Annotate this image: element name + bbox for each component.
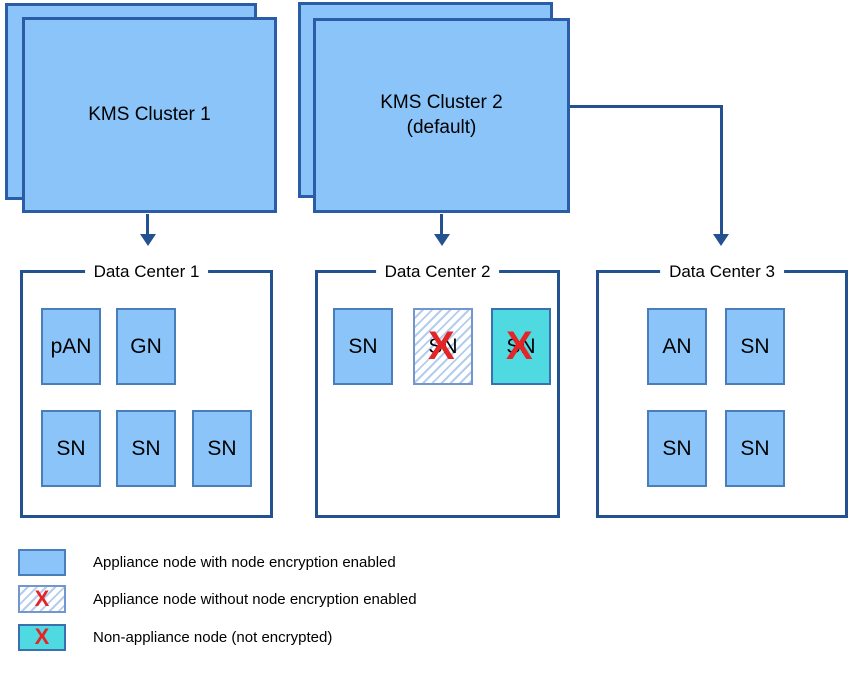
arrow-down-icon (140, 234, 156, 246)
legend-item-encrypted: Appliance node with node encryption enab… (18, 548, 396, 576)
legend-item-non-appliance: X Non-appliance node (not encrypted) (18, 623, 332, 651)
legend-swatch-appliance-encrypted (18, 548, 66, 576)
connector-kms2-dc3-horizontal (570, 105, 723, 108)
data-center-1-box: Data Center 1 pAN GN SN SN SN (20, 262, 273, 518)
legend-label: Appliance node with node encryption enab… (93, 553, 396, 571)
connector-kms2-dc3-vertical (720, 105, 723, 235)
node-an: AN (647, 308, 707, 385)
node-sn: SN (725, 308, 785, 385)
x-mark-icon: X (34, 586, 50, 611)
legend-label: Non-appliance node (not encrypted) (93, 628, 333, 646)
node-sn: SN (41, 410, 101, 487)
data-center-2-label: Data Center 2 (375, 262, 500, 283)
node-sn-non-appliance: SN X (491, 308, 551, 385)
kms-cluster-1: KMS Cluster 1 (22, 17, 277, 213)
legend-label: Appliance node without node encryption e… (93, 590, 417, 608)
legend-swatch-appliance-unencrypted: X (18, 585, 66, 613)
node-sn: SN (116, 410, 176, 487)
legend-item-unencrypted: X Appliance node without node encryption… (18, 585, 417, 613)
arrow-kms1-dc1 (146, 214, 149, 236)
kms-cluster-2: KMS Cluster 2 (default) (313, 18, 570, 213)
node-sn: SN (333, 308, 393, 385)
legend-swatch-non-appliance: X (18, 623, 66, 651)
data-center-3-label: Data Center 3 (660, 262, 784, 283)
arrow-kms2-dc2 (440, 214, 443, 236)
data-center-3-box: Data Center 3 AN SN SN SN (596, 262, 848, 518)
node-gn: GN (116, 308, 176, 385)
data-center-2-box: Data Center 2 SN SN X SN X (315, 262, 560, 518)
node-pan: pAN (41, 308, 101, 385)
x-mark-icon: X (34, 624, 50, 649)
data-center-1-label: Data Center 1 (84, 262, 209, 283)
arrow-down-icon (713, 234, 729, 246)
node-sn-unencrypted: SN X (413, 308, 473, 385)
node-sn: SN (647, 410, 707, 487)
node-sn: SN (725, 410, 785, 487)
node-sn: SN (192, 410, 252, 487)
arrow-down-icon (434, 234, 450, 246)
